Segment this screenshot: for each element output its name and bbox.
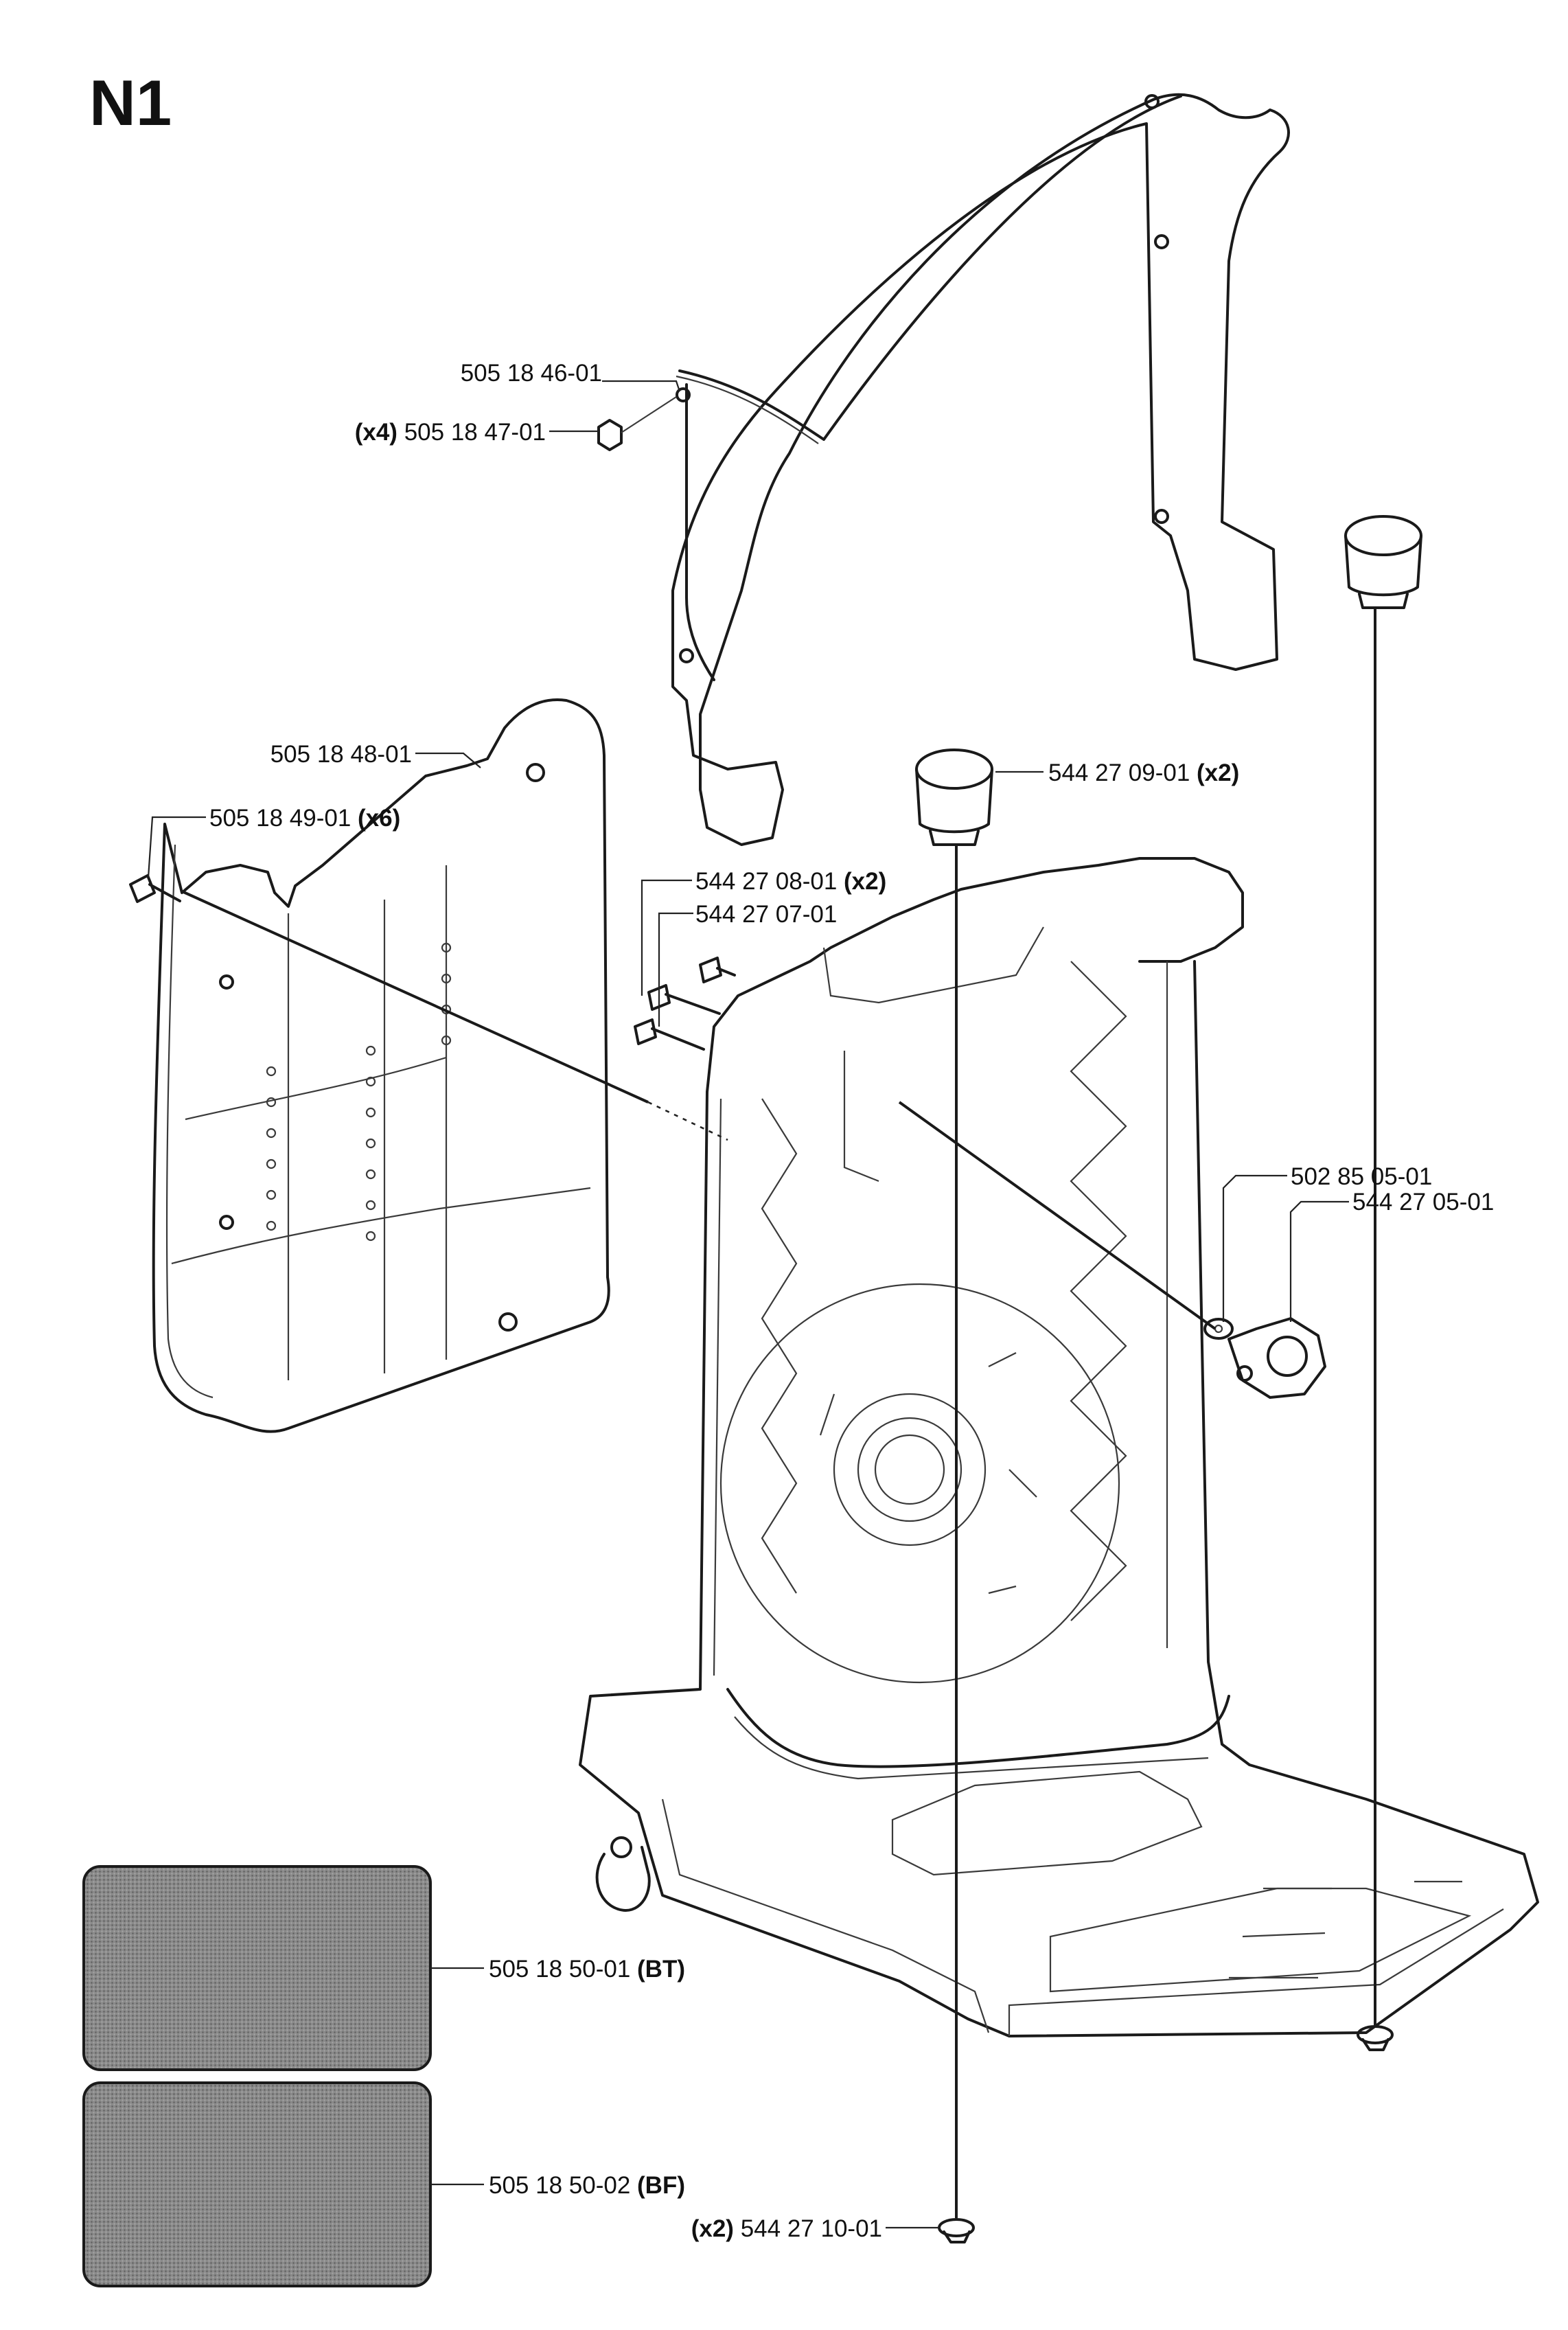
plate-screw xyxy=(129,874,181,903)
feet xyxy=(938,2025,1394,2243)
label-544-27-05-01: 544 27 05-01 xyxy=(1352,1189,1494,1215)
label-505-18-50-02: 505 18 50-02 (BF) xyxy=(489,2172,685,2199)
label-505-18-50-01: 505 18 50-01 (BT) xyxy=(489,1956,685,1983)
cap-right xyxy=(1344,515,1422,609)
decal-pad-bf xyxy=(82,2081,432,2287)
vent-holes xyxy=(266,942,452,1242)
assembly-lines xyxy=(181,608,1376,2218)
label-544-27-07-01: 544 27 07-01 xyxy=(695,901,837,928)
label-505-18-49-01: 505 18 49-01 (x6) xyxy=(209,805,400,832)
pivot-assembly xyxy=(1203,1317,1326,1399)
back-plate xyxy=(152,698,610,1433)
strap-bracket xyxy=(671,93,1290,846)
label-544-27-09-01: 544 27 09-01 (x2) xyxy=(1048,759,1239,786)
page-title: N1 xyxy=(89,67,172,139)
backpack-frame xyxy=(579,857,1539,2037)
label-505-18-46-01: 505 18 46-01 xyxy=(461,360,602,387)
decal-pad-bt xyxy=(82,1865,432,2071)
frame-screws xyxy=(634,957,736,1051)
label-505-18-47-01: (x4) 505 18 47-01 xyxy=(355,419,546,446)
label-502-85-05-01: 502 85 05-01 xyxy=(1291,1163,1432,1190)
bracket-screw xyxy=(597,396,677,451)
leader-lines xyxy=(147,380,1349,2229)
part-labels: 505 18 46-01 (x4) 505 18 47-01 505 18 48… xyxy=(209,360,1494,2242)
label-505-18-48-01: 505 18 48-01 xyxy=(270,741,412,768)
cap-upper xyxy=(915,749,993,846)
label-544-27-10-01: (x2) 544 27 10-01 xyxy=(691,2215,882,2242)
label-544-27-08-01: 544 27 08-01 (x2) xyxy=(695,868,886,895)
